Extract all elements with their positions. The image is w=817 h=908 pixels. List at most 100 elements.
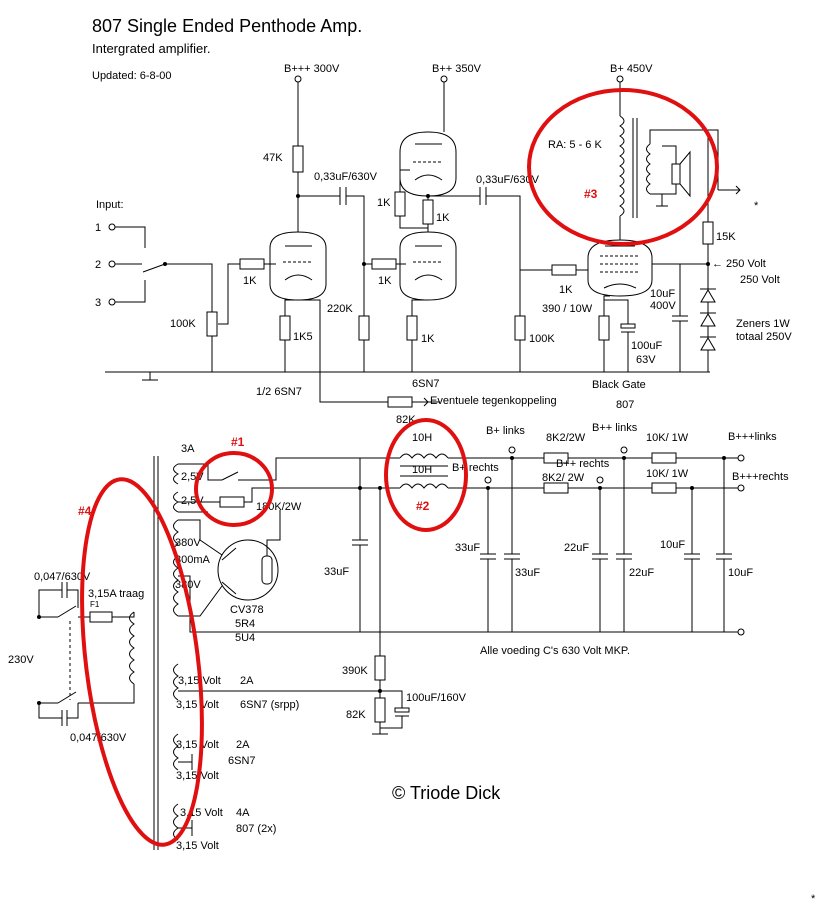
choke-l-label: 10H <box>412 432 432 444</box>
heater1-tube-label: 6SN7 (srpp) <box>240 699 299 711</box>
r-8k2-r-label: 8K2/ 2W <box>542 472 585 484</box>
rectifier-a-label: CV378 <box>230 604 264 616</box>
heater2-a-label: 3,15 Volt <box>176 739 219 751</box>
g2-voltage-label: ← 250 Volt <box>712 258 766 270</box>
c-b1-label: 33uF <box>455 542 480 554</box>
r-cathode1-label: 1K5 <box>293 331 313 343</box>
rectifier-c-label: 5U4 <box>235 632 255 644</box>
c-g2-a-label: 10uF <box>650 288 675 300</box>
sec-380b-label: 380V <box>175 579 201 591</box>
amplifier-section: Input: 1 2 3 100K 1K B+++ 300V 47K <box>95 63 792 426</box>
r-10k-r-label: 10K/ 1W <box>646 468 689 480</box>
input-1-label: 1 <box>95 222 101 234</box>
power-supply-section: 3A 2,5V 2,5V 180K/2W 380V 300mA 380V CV3… <box>8 422 789 852</box>
diagram-subtitle: Intergrated amplifier. <box>92 41 211 56</box>
r-220k-label: 220K <box>327 303 353 315</box>
c-mains-top-label: 0,047/630V <box>34 571 91 583</box>
b1-rechts-label: B+ rechts <box>452 462 499 474</box>
mains-label: 230V <box>8 654 34 666</box>
c-g2-b-label: 400V <box>650 300 676 312</box>
rectifier-b-label: 5R4 <box>235 618 255 630</box>
c-b2b-label: 22uF <box>629 567 654 579</box>
heater3-amp-label: 4A <box>236 807 250 819</box>
sec-300ma-label: 300mA <box>175 554 211 566</box>
zeners-a-label: Zeners 1W <box>736 318 790 330</box>
c-bias-label: 100uF/160V <box>406 692 467 704</box>
b2-links-label: B++ links <box>592 422 638 434</box>
annotation-mark-2: #2 <box>416 499 430 513</box>
annotation-mark-4: #4 <box>78 504 92 518</box>
black-gate-label: Black Gate <box>592 379 646 391</box>
zeners-b-label: totaal 250V <box>736 331 792 343</box>
output-transformer <box>619 115 741 240</box>
annotation-circle-3 <box>527 88 719 246</box>
r-srpp-top-label: 1K <box>377 197 391 209</box>
stage1-label: 1/2 6SN7 <box>256 386 302 398</box>
red-annotations: #1 #2 #3 #4 <box>78 88 719 847</box>
diagram-title: 807 Single Ended Penthode Amp. <box>92 16 362 36</box>
heater3-b-label: 3,15 Volt <box>176 840 219 852</box>
rectifier-tube <box>178 510 281 617</box>
input-2-label: 2 <box>95 259 101 271</box>
zener-stack <box>700 264 716 372</box>
b2-rechts-label: B++ rechts <box>556 458 610 470</box>
tube-6sn7-stage1 <box>269 231 327 301</box>
psu-note: Alle voeding C's 630 Volt MKP. <box>480 645 630 657</box>
heater2-amp-label: 2A <box>236 739 250 751</box>
annotation-circle-2 <box>384 418 468 532</box>
heater2-tube-label: 6SN7 <box>228 755 256 767</box>
r-47k-label: 47K <box>263 152 283 164</box>
copyright-label: © Triode Dick <box>392 783 501 803</box>
r-grid1-label: 1K <box>243 275 257 287</box>
r-10k-l-label: 10K/ 1W <box>646 432 689 444</box>
r-grid2-label: 1K <box>378 275 392 287</box>
tube-6sn7-srpp <box>399 131 457 301</box>
fuse-main-label: 3,15A traag <box>88 588 144 600</box>
choke-r-label: 10H <box>412 464 432 476</box>
b1-links-label: B+ links <box>486 425 525 437</box>
input-3-label: 3 <box>95 297 101 309</box>
c-b3-label: 10uF <box>660 539 685 551</box>
c-b3b-label: 10uF <box>728 567 753 579</box>
r-82k-label: 82K <box>346 709 366 721</box>
volume-pot <box>206 311 218 337</box>
r-100k-label: 100K <box>529 333 555 345</box>
b3-links-label: B+++links <box>728 431 777 443</box>
sec-380a-label: 380V <box>175 537 201 549</box>
c-coupling1-label: 0,33uF/630V <box>314 171 378 183</box>
r-grid3-label: 1K <box>559 284 573 296</box>
volume-pot-label: 100K <box>170 318 196 330</box>
tube-807 <box>587 239 653 297</box>
annotation-circle-1 <box>194 451 274 527</box>
annotation-mark-1: #1 <box>231 435 245 449</box>
heater1-b-label: 3,15 Volt <box>176 699 219 711</box>
output-star: * <box>754 200 759 212</box>
supply-b3-label: B+++ 300V <box>284 63 340 75</box>
annotation-circle-4 <box>80 477 204 847</box>
input-label: Input: <box>96 199 124 211</box>
r-15k-label: 15K <box>716 231 736 243</box>
r-390k-label: 390K <box>342 665 368 677</box>
c-coupling2-label: 0,33uF/630V <box>476 174 540 186</box>
corner-star: * <box>811 893 816 905</box>
tube-807-label: 807 <box>616 399 634 411</box>
supply-b1-label: B+ 450V <box>610 63 653 75</box>
ra-label: RA: 5 - 6 K <box>548 139 602 151</box>
c-first-b-label: 33uF <box>515 567 540 579</box>
annotation-mark-3: #3 <box>584 187 598 201</box>
updated-date: Updated: 6-8-00 <box>92 70 172 82</box>
r-cathode3-label: 390 / 10W <box>542 303 593 315</box>
r-cathode2-label: 1K <box>421 333 435 345</box>
heater3-tube-label: 807 (2x) <box>236 823 276 835</box>
fuse-3a-label: 3A <box>181 443 195 455</box>
supply-b2-label: B++ 350V <box>432 63 482 75</box>
r-srpp-mid-label: 1K <box>436 212 450 224</box>
fuse-tag-label: F1 <box>90 600 100 609</box>
r-8k2-l-label: 8K2/2W <box>546 432 586 444</box>
tube2-label: 6SN7 <box>412 378 440 390</box>
mains-transformer <box>129 456 180 850</box>
c-b2-label: 22uF <box>564 542 589 554</box>
b3-rechts-label: B+++rechts <box>732 471 789 483</box>
c-first-label: 33uF <box>324 566 349 578</box>
